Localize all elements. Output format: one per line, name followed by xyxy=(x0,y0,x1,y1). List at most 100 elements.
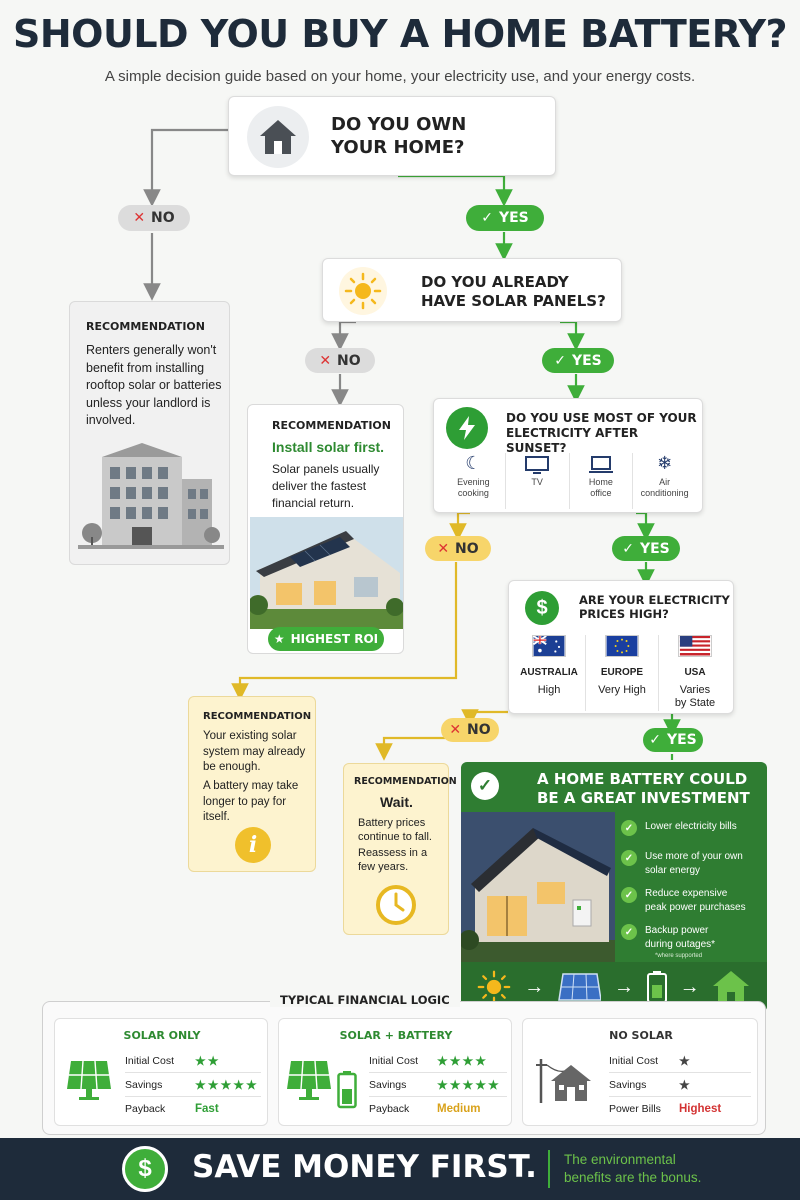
rec-heading: RECOMMENDATION xyxy=(203,711,312,722)
rec-headline: Install solar first. xyxy=(272,439,385,455)
rec-heading: RECOMMENDATION xyxy=(272,419,391,432)
q2-no-badge: ✕NO xyxy=(305,348,375,373)
region-europe: EUROPE Very High xyxy=(586,635,659,711)
benefit-footnote: *where supported xyxy=(655,953,703,959)
card-title: SOLAR ONLY xyxy=(123,1029,201,1042)
australia-flag-icon xyxy=(532,635,566,657)
eu-flag-icon xyxy=(605,635,639,657)
rec-text-secondary: Reassess in a few years. xyxy=(358,847,428,874)
power-bills-value: Highest xyxy=(679,1103,722,1115)
connector-no-wait xyxy=(375,736,445,761)
lightning-icon xyxy=(446,407,488,449)
q1-yes-badge: ✓YES xyxy=(466,205,544,231)
region-prices: AUSTRALIA High EUROPE Very High USA Vari… xyxy=(513,635,731,711)
dollar-icon: $ xyxy=(122,1146,168,1192)
row-savings: Savings★★★★★ xyxy=(125,1073,261,1097)
sun-icon xyxy=(339,267,387,315)
x-icon: ✕ xyxy=(319,352,332,369)
row-savings: Savings★ xyxy=(609,1073,751,1097)
use-tv: TV xyxy=(506,453,570,509)
check-icon: ✓ xyxy=(621,924,637,940)
row-initial-cost: Initial Cost★ xyxy=(609,1049,751,1073)
house-with-powerline-icon xyxy=(536,1059,591,1103)
payback-value: Medium xyxy=(437,1103,481,1115)
x-icon: ✕ xyxy=(133,210,146,226)
card-title: NO SOLAR xyxy=(609,1029,673,1042)
arrow-icon: → xyxy=(679,975,700,998)
q1-no-badge: ✕NO xyxy=(118,205,190,231)
battery-icon xyxy=(646,971,667,1003)
rec-heading: RECOMMENDATION xyxy=(86,320,205,333)
arrow-icon: → xyxy=(524,975,545,998)
rec-text: Battery prices continue to fall. xyxy=(358,817,432,844)
rec-text-secondary: A battery may take longer to pay for its… xyxy=(203,780,299,824)
star-icon: ★ xyxy=(273,632,285,646)
recommendation-renters: RECOMMENDATION Renters generally won't b… xyxy=(69,301,230,565)
solar-panel-icon xyxy=(558,973,602,1001)
check-icon: ✓ xyxy=(621,820,637,836)
recommendation-wait: RECOMMENDATION Wait. Battery prices cont… xyxy=(343,763,457,935)
connector-q2-yes xyxy=(560,320,585,351)
connector-q1-no xyxy=(143,128,230,207)
q2-yes-badge: ✓YES xyxy=(542,348,614,373)
row-savings: Savings★★★★★ xyxy=(369,1073,507,1097)
rec-headline: Wait. xyxy=(380,794,413,810)
laptop-icon xyxy=(570,453,633,477)
financial-logic-title: TYPICAL FINANCIAL LOGIC xyxy=(270,993,460,1007)
moon-icon: ☾ xyxy=(465,453,482,473)
green-house-icon xyxy=(713,971,750,1003)
dollar-icon: $ xyxy=(525,591,559,625)
financial-card-no-solar: NO SOLAR Initial Cost★ Savings★ Power Bi… xyxy=(522,1018,758,1126)
card-title: SOLAR + BATTERY xyxy=(339,1029,453,1042)
financial-card-solar-battery: SOLAR + BATTERY Initial Cost★★★★ Savings… xyxy=(278,1018,512,1126)
highest-roi-badge: ★HIGHEST ROI xyxy=(268,627,384,651)
financial-card-solar-only: SOLAR ONLY Initial Cost★★ Savings★★★★★ P… xyxy=(54,1018,268,1126)
q3-no-badge: ✕NO xyxy=(425,536,491,561)
q4-yes-badge: ✓YES xyxy=(643,728,703,752)
q4-no-badge: ✕NO xyxy=(441,718,499,742)
rec-text: Renters generally won't benefit from ins… xyxy=(86,343,222,427)
page-subtitle: A simple decision guide based on your ho… xyxy=(104,68,696,85)
stars-rating: ★★★★ xyxy=(437,1053,489,1068)
stars-rating: ★ xyxy=(679,1077,692,1092)
page-title: SHOULD YOU BUY A HOME BATTERY? xyxy=(12,12,788,56)
check-icon: ✓ xyxy=(649,732,661,748)
footer-divider xyxy=(548,1150,550,1188)
solar-panel-icon xyxy=(287,1060,331,1100)
connector-q3-yes xyxy=(636,511,655,541)
benefits-list: ✓ Lower electricity bills ✓ Use more of … xyxy=(621,820,763,959)
footer-headline: SAVE MONEY FIRST. xyxy=(192,1149,537,1185)
x-icon: ✕ xyxy=(449,722,462,738)
rec-text: Your existing solar system may already b… xyxy=(203,730,306,774)
check-icon: ✓ xyxy=(554,352,566,369)
recommendation-existing-solar: RECOMMENDATION Your existing solar syste… xyxy=(188,696,316,872)
check-circle-icon: ✓ xyxy=(471,772,499,800)
check-icon: ✓ xyxy=(621,850,637,866)
row-initial-cost: Initial Cost★★ xyxy=(125,1049,261,1073)
battery-icon xyxy=(337,1071,357,1109)
region-australia: AUSTRALIA High xyxy=(513,635,586,711)
recommendation-solar-first: RECOMMENDATION Install solar first. Sola… xyxy=(247,404,404,654)
